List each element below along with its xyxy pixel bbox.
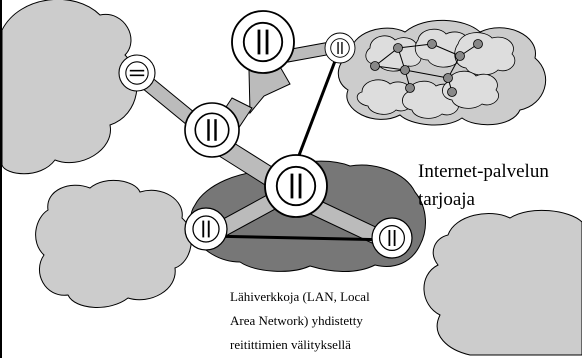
network-node-icon bbox=[370, 39, 483, 97]
router-icon bbox=[184, 207, 228, 251]
lan-label-line-2: Area Network) yhdistetty bbox=[230, 313, 363, 328]
router-icon bbox=[324, 32, 356, 64]
lan-label: Lähiverkkoja (LAN, Local Area Network) y… bbox=[230, 285, 370, 357]
lan-label-line-3: reitittimien välityksellä bbox=[230, 337, 351, 352]
black-links bbox=[205, 47, 393, 242]
router-icon bbox=[183, 101, 241, 159]
router-icon bbox=[371, 217, 413, 259]
isp-label-line-1: Internet-palvelun bbox=[418, 161, 549, 182]
lan-label-line-1: Lähiverkkoja (LAN, Local bbox=[230, 289, 370, 304]
router-icon bbox=[118, 54, 156, 92]
isp-label-line-2: tarjoaja bbox=[418, 189, 475, 210]
isp-label: Internet-palvelun tarjoaja bbox=[418, 158, 549, 214]
router-icon bbox=[263, 153, 329, 219]
router-icon bbox=[230, 9, 296, 75]
cloud-icon bbox=[423, 209, 582, 356]
cloud-icon bbox=[35, 179, 192, 308]
cloud-icon bbox=[1, 0, 138, 175]
